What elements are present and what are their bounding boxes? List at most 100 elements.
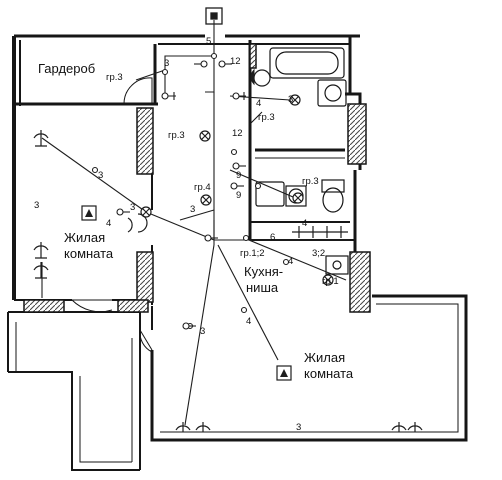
junction-dot	[282, 258, 290, 266]
lamp-icon	[199, 130, 211, 142]
socket-icon	[334, 226, 348, 238]
electrical-panel-icon	[205, 7, 223, 25]
junction-dot	[161, 68, 169, 76]
group-label: гр.4	[194, 182, 211, 193]
socket-icon	[391, 422, 407, 432]
circuit-number: 3;2	[312, 248, 325, 259]
door-loggia	[139, 329, 153, 353]
column	[117, 299, 149, 313]
circuit-number: 4	[302, 218, 307, 229]
column	[249, 43, 257, 69]
lamp-icon	[292, 192, 304, 204]
group-labels: гр.3 гр.3 гр.3 гр.3 гр.4 гр.1;2 гр.1	[106, 72, 339, 287]
wire	[243, 237, 347, 281]
washing-machine	[285, 185, 307, 207]
switch-icon	[230, 182, 244, 190]
room-label-kitchen-line1: Кухня-	[244, 264, 283, 279]
circuit-number: 5	[206, 36, 211, 47]
switch-icon	[232, 92, 246, 100]
circuit-number: 3	[98, 170, 103, 181]
kitchen-sink	[325, 255, 349, 275]
room-labels: Гардероб Жилая комната Кухня- ниша Жилая…	[38, 61, 354, 381]
ceiling-lamps	[140, 94, 334, 286]
lamp-icon	[289, 94, 301, 106]
bathtub	[269, 47, 345, 79]
switch-icon	[204, 234, 218, 242]
wire	[135, 69, 166, 81]
circuit-number: 4	[256, 98, 261, 109]
doors	[71, 77, 263, 353]
bathtub-inner	[275, 51, 339, 75]
socket-icon	[175, 422, 191, 432]
circuit-number: 3	[296, 422, 301, 433]
door-balcony	[71, 299, 113, 313]
wire	[229, 95, 291, 101]
column	[23, 299, 65, 313]
kitchen-sink-drain	[332, 260, 342, 270]
socket-icon	[195, 422, 211, 432]
sockets	[33, 130, 423, 432]
wire	[41, 137, 147, 213]
group-label: гр.3	[258, 112, 275, 123]
socket-icon	[407, 422, 423, 432]
junction-dot	[210, 52, 218, 60]
switches	[116, 60, 246, 330]
room-label-living-left-line1: Жилая	[64, 230, 105, 245]
wire	[229, 169, 301, 201]
wiring-lines	[41, 20, 350, 426]
column	[136, 107, 154, 175]
socket-icon	[306, 226, 320, 238]
junction-dot	[240, 306, 248, 314]
circuit-number: 3	[130, 202, 135, 213]
wc-tank	[321, 179, 345, 193]
column	[349, 251, 371, 313]
group-label: гр.3	[168, 130, 185, 141]
circuit-number: 4	[246, 316, 251, 327]
circuit-number: 4	[288, 256, 293, 267]
room-label-living-right-line2: комната	[304, 366, 354, 381]
group-label: гр.3	[302, 176, 319, 187]
room-label-living-right-line1: Жилая	[304, 350, 345, 365]
toilet	[322, 187, 344, 213]
water-heater-circle	[253, 69, 271, 87]
circuit-number: 12	[232, 128, 243, 139]
group-label: гр.3	[106, 72, 123, 83]
circuit-number: 3	[190, 204, 195, 215]
lamp-icon	[140, 206, 152, 218]
switch-icon	[232, 162, 246, 170]
bath-sink-bowl	[324, 84, 342, 102]
room-label-living-left-line2: комната	[64, 246, 114, 261]
structural-columns	[23, 43, 371, 313]
group-label: гр.1;2	[240, 248, 265, 259]
column	[136, 251, 154, 303]
circuit-number: 9	[236, 170, 241, 181]
junction-dot	[91, 166, 99, 174]
circuit-number: 3	[34, 200, 39, 211]
circuit-number: 3	[200, 326, 205, 337]
junction-dot	[230, 148, 238, 156]
door-bath	[249, 111, 263, 125]
wire	[145, 211, 215, 241]
socket-icon	[320, 226, 334, 238]
switch-icon	[182, 322, 196, 330]
circuit-number: 4	[106, 218, 111, 229]
wire	[179, 209, 215, 221]
switch-icon	[116, 208, 130, 216]
switch-icon	[194, 60, 208, 68]
circuit-number: 12	[230, 56, 241, 67]
junction-dot	[242, 234, 250, 242]
socket-icon	[292, 226, 306, 238]
room-label-kitchen-line2: ниша	[246, 280, 279, 295]
column	[347, 103, 367, 165]
circuit-number: 3	[288, 94, 293, 105]
wire	[217, 244, 279, 361]
group-label: гр.1	[322, 276, 339, 287]
wire	[164, 55, 214, 96]
socket-icon	[33, 242, 49, 259]
tv-outlet-icons	[81, 205, 292, 381]
switch-icon	[218, 60, 232, 68]
socket-icon	[127, 217, 133, 233]
bath-sink	[317, 79, 347, 107]
circuit-number: 6	[270, 232, 275, 243]
circuit-numbers: 3 5 12 12 4 3 9 9 3 3 4 3 3 6 4 3;2 4 3 …	[34, 36, 325, 433]
